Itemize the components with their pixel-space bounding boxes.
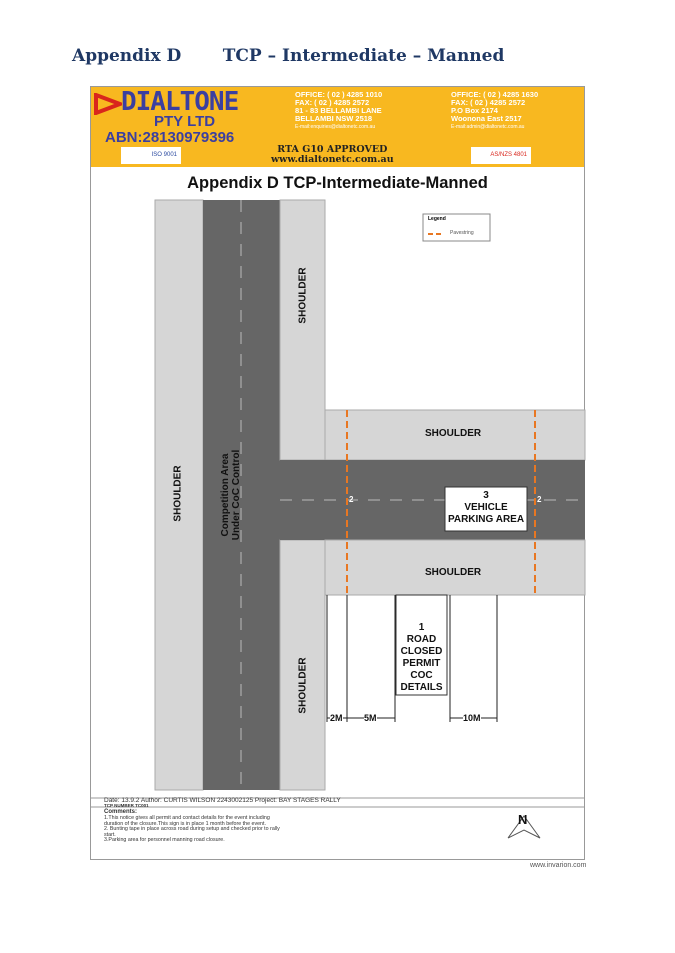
office-2-fax: FAX: ( 02 ) 4285 2572 bbox=[451, 98, 526, 107]
comment-1b: duration of the closure.This sign is in … bbox=[104, 820, 266, 827]
iso-9001-badge: ISO 9001 bbox=[121, 147, 181, 164]
office-2-pobox: P.O Box 2174 bbox=[451, 106, 498, 115]
comment-2: 2. Bunting tape in place across road dur… bbox=[104, 826, 280, 832]
dimension-2m: 2M bbox=[330, 713, 343, 723]
legend-box bbox=[422, 213, 491, 242]
marker-2-left: 2 bbox=[349, 495, 354, 504]
sign-coc: COC bbox=[410, 670, 433, 681]
office-2-email: E-mail:admin@dialtonetc.com.au bbox=[451, 124, 525, 130]
sign-details: DETAILS bbox=[400, 682, 443, 693]
lower-shoulder-label: SHOULDER bbox=[425, 567, 482, 578]
comments-list: 1.This notice gives all permit and conta… bbox=[104, 815, 280, 844]
sign-number: 1 bbox=[418, 622, 425, 633]
diagram-title: Appendix D TCP-Intermediate-Manned bbox=[187, 174, 488, 192]
sign-road: ROAD bbox=[406, 634, 437, 645]
company-name: DIALTONE bbox=[121, 87, 239, 117]
sign-permit: PERMIT bbox=[402, 658, 441, 669]
left-shoulder-label: SHOULDER bbox=[172, 465, 184, 522]
rta-approved: RTA G10 APPROVED bbox=[277, 144, 388, 155]
footer-info: Date: 13.9.2 Author: CURTIS WILSON 22430… bbox=[104, 797, 341, 804]
company-banner: DIALTONE PTY LTD ABN:28130979396 OFFICE:… bbox=[91, 87, 584, 167]
office-2-suburb: Woonona East 2517 bbox=[451, 114, 522, 123]
footer-tcp-number: TCP NUMBER TC001 bbox=[104, 803, 149, 808]
dimension-5m: 5M bbox=[364, 713, 377, 723]
right-shoulder-lower-label: SHOULDER bbox=[297, 657, 309, 714]
office-1-fax: FAX: ( 02 ) 4285 2572 bbox=[295, 98, 370, 107]
office-1-email: E-mail:enquiries@dialtonetc.com.au bbox=[295, 124, 376, 130]
legend-item: Pavestring bbox=[450, 230, 474, 236]
upper-shoulder bbox=[324, 409, 586, 461]
parking-line: PARKING AREA bbox=[447, 514, 525, 525]
upper-shoulder-label: SHOULDER bbox=[425, 428, 482, 439]
comment-2b: start. bbox=[104, 831, 116, 838]
company-abn: ABN:28130979396 bbox=[105, 129, 235, 146]
legend-title: Legend bbox=[428, 216, 446, 222]
watermark: www.invarion.com bbox=[530, 862, 587, 869]
competition-area-line1: Competition Area bbox=[220, 453, 231, 537]
right-shoulder-upper bbox=[279, 199, 326, 461]
vehicle-line: VEHICLE bbox=[464, 502, 508, 513]
comments-label: Comments: bbox=[104, 809, 138, 815]
road-closed-sign-box bbox=[395, 594, 448, 696]
office-1-suburb: BELLAMBI NSW 2518 bbox=[295, 114, 373, 123]
website: www.dialtonetc.com.au bbox=[271, 154, 394, 165]
sign-closed: CLOSED bbox=[400, 646, 443, 657]
office-1-phone: OFFICE: ( 02 ) 4285 1010 bbox=[295, 90, 383, 99]
dimension-10m: 10M bbox=[463, 713, 481, 723]
vehicle-parking-box bbox=[444, 486, 528, 532]
office-2-phone: OFFICE: ( 02 ) 4285 1630 bbox=[451, 90, 539, 99]
dialtone-logo-arrow-icon bbox=[94, 93, 122, 115]
as-4801-badge: AS/NZS 4801 bbox=[471, 147, 531, 164]
right-shoulder-lower bbox=[279, 539, 326, 791]
right-shoulder-upper-label: SHOULDER bbox=[297, 267, 309, 324]
office-1-address: 81 - 83 BELLAMBI LANE bbox=[295, 106, 382, 115]
marker-2-right: 2 bbox=[537, 495, 542, 504]
page-heading: Appendix D TCP – Intermediate – Manned bbox=[72, 46, 505, 66]
lower-shoulder bbox=[324, 539, 586, 596]
comment-1: 1.This notice gives all permit and conta… bbox=[104, 815, 270, 821]
company-pty: PTY LTD bbox=[154, 113, 216, 130]
comment-3: 3.Parking area for personnel manning roa… bbox=[104, 837, 225, 843]
north-arrow-icon bbox=[507, 815, 541, 839]
north-label: N bbox=[518, 812, 528, 827]
left-shoulder bbox=[154, 199, 204, 791]
competition-area-line2: Under CoC Control bbox=[231, 449, 242, 541]
vehicle-number: 3 bbox=[483, 490, 489, 501]
